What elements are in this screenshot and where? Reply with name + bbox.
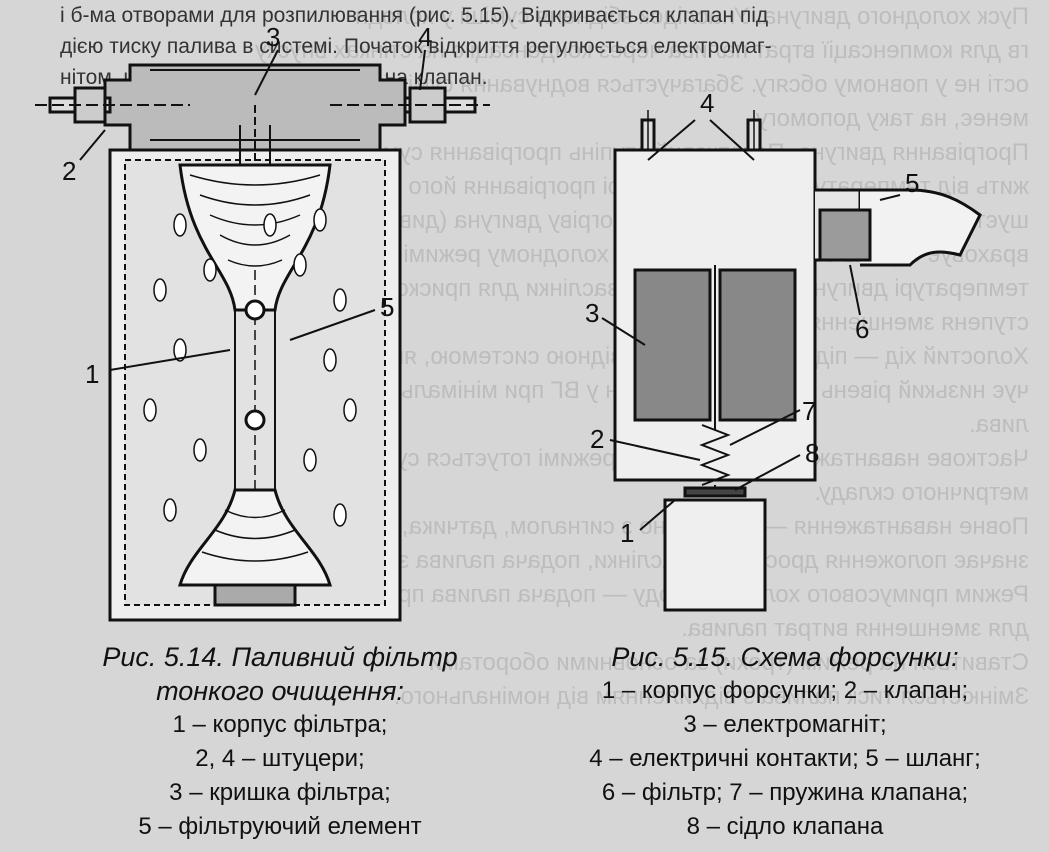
- figure-injector: 4 5 6 3 7 2 8 1: [580, 88, 1040, 630]
- injector-drawing: 4 5 6 3 7 2 8 1: [585, 88, 982, 612]
- caption-line: 8 – сідло клапана: [686, 813, 884, 840]
- label-4: 4: [700, 90, 714, 118]
- valve-seat: [683, 486, 747, 498]
- body-line: дією тиску палива в системі. Початок від…: [60, 35, 772, 58]
- caption-line: 3 – кришка фільтра;: [169, 779, 391, 806]
- caption-line: 4 – електричні контакти; 5 – шланг;: [589, 745, 981, 772]
- caption-line: 1 – корпус фільтра;: [172, 711, 388, 738]
- electromagnet-right: [718, 268, 797, 422]
- label-3: 3: [266, 22, 280, 52]
- caption-line: 6 – фільтр; 7 – пружина клапана;: [601, 779, 969, 806]
- label-5: 5: [905, 168, 919, 198]
- label-2: 2: [590, 424, 604, 454]
- caption-fig-5-15: Рис. 5.15. Схема форсунки: 1 – корпус фо…: [535, 640, 1035, 844]
- caption-line: 5 – фільтруючий елемент: [138, 813, 422, 840]
- electromagnet-left: [633, 268, 712, 422]
- label-5: 5: [380, 292, 394, 322]
- label-7: 7: [802, 396, 816, 426]
- valve-spring: [699, 424, 731, 486]
- body-line: і б-ма отворами для розпилювання (рис. 5…: [60, 4, 769, 27]
- label-1: 1: [620, 518, 634, 548]
- caption-title: Рис. 5.14. Паливний фільтр тонкого очище…: [102, 642, 458, 706]
- label-8: 8: [805, 438, 819, 468]
- filter-element-bottom: [178, 488, 332, 587]
- caption-title: Рис. 5.15. Схема форсунки:: [611, 642, 959, 672]
- label-1: 1: [85, 359, 99, 389]
- filter-mesh: [818, 208, 872, 262]
- label-6: 6: [855, 314, 869, 344]
- label-2: 2: [62, 156, 76, 186]
- label-4: 4: [418, 22, 432, 52]
- caption-line: 2, 4 – штуцери;: [195, 745, 365, 772]
- fuel-filter-drawing: 2 3 4 5 1: [35, 22, 490, 622]
- injector-nozzle: [663, 498, 767, 612]
- caption-fig-5-14: Рис. 5.14. Паливний фільтр тонкого очище…: [100, 640, 460, 844]
- fuel-hose: [860, 188, 982, 267]
- label-3: 3: [585, 298, 599, 328]
- figure-fuel-filter: 2 3 4 5 1: [30, 10, 500, 635]
- caption-line: 1 – корпус форсунки; 2 – клапан;: [601, 677, 969, 704]
- caption-line: 3 – електромагніт;: [683, 711, 887, 738]
